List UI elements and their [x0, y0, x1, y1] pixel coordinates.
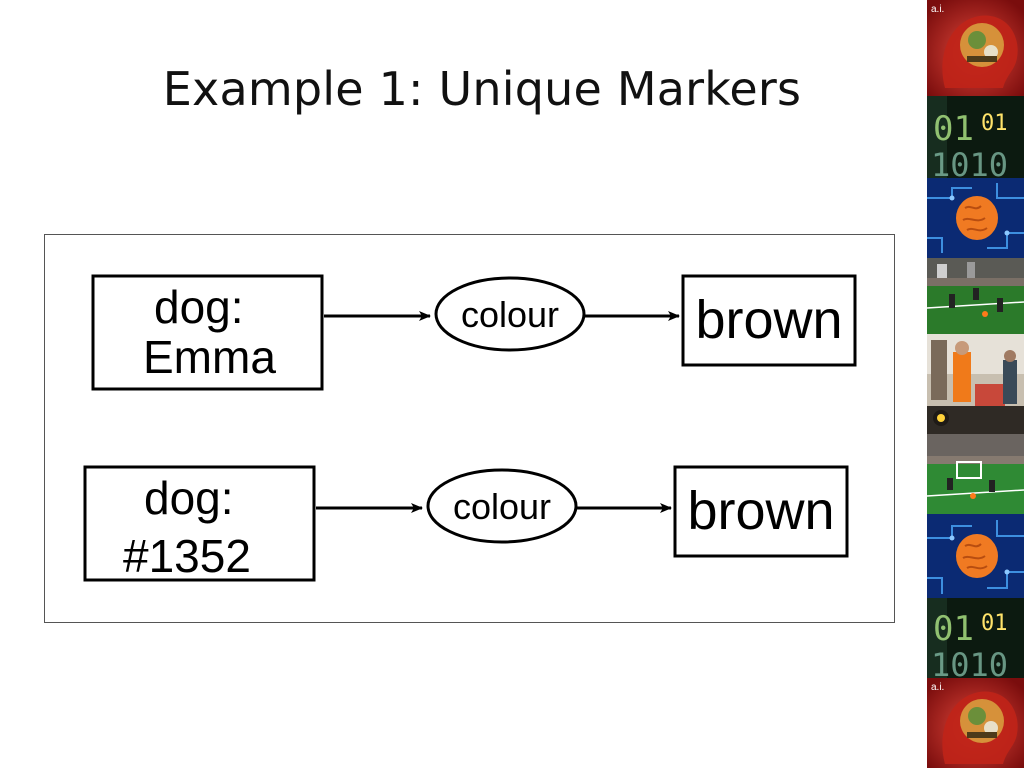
subject-label-line-2: #1352: [123, 530, 251, 582]
robot-soccer-field-tile: [927, 258, 1024, 334]
subject-label-line-1: dog:: [144, 472, 234, 524]
svg-text:01: 01: [933, 609, 974, 649]
svg-text:1010: 1010: [931, 646, 1008, 678]
svg-text:01: 01: [933, 109, 974, 149]
robot-soccer-illustration-2: [927, 434, 1024, 514]
svg-text:01: 01: [981, 611, 1008, 636]
subject-label-line-1: dog:: [154, 281, 244, 333]
svg-text:01: 01: [981, 111, 1008, 136]
ai-brain-tile-2: a.i.: [927, 678, 1024, 768]
value-box-brown: [681, 274, 857, 367]
diagram-frame: dog: Emma colour brown dog: #1352 colour: [44, 234, 895, 623]
subject-box-emma: [91, 274, 324, 391]
robot-lab-people-tile: [927, 334, 1024, 434]
slide-title: Example 1: Unique Markers: [162, 62, 802, 116]
orange-brain-circuit-illustration-2: [927, 514, 1024, 598]
binary-digits-illustration-2: 01 01 1010: [927, 598, 1024, 678]
diagram-row-2: dog: #1352 colour brown: [83, 465, 849, 582]
ai-brain-illustration: a.i.: [927, 0, 1024, 96]
property-label: colour: [453, 486, 551, 527]
property-label: colour: [461, 294, 559, 335]
subject-box-1352: [83, 465, 316, 582]
decorative-image-strip: a.i. 01 01 1010: [927, 0, 1024, 768]
property-node-colour: [434, 276, 586, 352]
ai-label: a.i.: [931, 4, 944, 15]
value-box-brown: [673, 465, 849, 558]
binary-digits-tile-2: 01 01 1010: [927, 598, 1024, 678]
robot-soccer-field-tile-2: [927, 434, 1024, 514]
orange-brain-circuit-illustration: [927, 178, 1024, 258]
orange-brain-circuit-tile-2: [927, 514, 1024, 598]
robot-soccer-illustration: [927, 258, 1024, 334]
svg-text:1010: 1010: [931, 146, 1008, 178]
orange-brain-circuit-tile: [927, 178, 1024, 258]
marker-diagram: dog: Emma colour brown dog: #1352 colour: [83, 274, 857, 582]
property-node-colour: [426, 468, 578, 544]
diagram-row-1: dog: Emma colour brown: [91, 274, 857, 391]
value-label: brown: [695, 290, 842, 350]
subject-label-line-2: Emma: [143, 331, 276, 383]
ai-brain-illustration-2: a.i.: [927, 678, 1024, 768]
binary-digits-illustration: 01 01 1010: [927, 96, 1024, 178]
value-label: brown: [687, 481, 834, 541]
ai-brain-tile: a.i.: [927, 0, 1024, 96]
binary-digits-tile: 01 01 1010: [927, 96, 1024, 178]
ai-label: a.i.: [931, 682, 944, 693]
robot-lab-illustration: [927, 334, 1024, 434]
